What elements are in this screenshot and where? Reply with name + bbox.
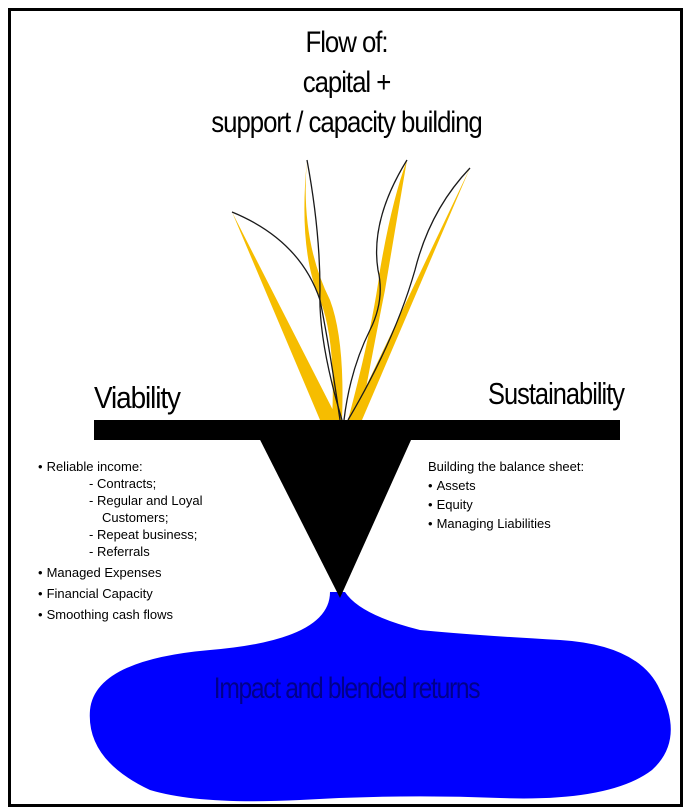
flame-right xyxy=(350,168,470,420)
sustainability-list: Building the balance sheet: Assets Equit… xyxy=(428,458,584,532)
list-heading: Building the balance sheet: xyxy=(428,459,585,474)
sustainability-heading: Sustainability xyxy=(488,376,625,411)
list-subitem-continuation: Customers; xyxy=(102,510,169,525)
list-item: Financial Capacity xyxy=(38,585,202,602)
title-line-3: support / capacity building xyxy=(211,106,482,139)
title-line-2: capital + xyxy=(302,66,392,99)
list-item: Reliable income: xyxy=(38,458,202,475)
flame-center-right xyxy=(348,160,407,420)
list-subitem: Repeat business; xyxy=(38,526,202,543)
list-item: Smoothing cash flows xyxy=(38,606,202,623)
list-item: Equity xyxy=(428,496,584,513)
stem-2 xyxy=(306,159,343,421)
flame-group xyxy=(231,159,471,421)
stem-4 xyxy=(347,167,471,421)
funnel-triangle xyxy=(250,420,420,598)
title-line-1: Flow of: xyxy=(305,26,388,59)
balance-bar xyxy=(94,420,620,440)
viability-list: Reliable income: Contracts; Regular and … xyxy=(38,458,203,623)
viability-heading: Viability xyxy=(94,380,181,415)
list-subitem: Referrals xyxy=(38,543,202,560)
pool-shape xyxy=(89,592,671,802)
flame-left xyxy=(232,212,338,420)
list-subitem: Contracts; xyxy=(38,475,202,492)
list-subitem: Regular and Loyal xyxy=(38,492,203,509)
flame-center-left xyxy=(304,160,343,420)
list-item: Managed Expenses xyxy=(38,564,202,581)
pool-label: Impact and blended returns xyxy=(213,672,481,705)
stem-1 xyxy=(231,211,341,421)
list-item: Assets xyxy=(428,477,584,494)
list-item: Managing Liabilities xyxy=(428,515,584,532)
stem-3 xyxy=(343,159,408,421)
